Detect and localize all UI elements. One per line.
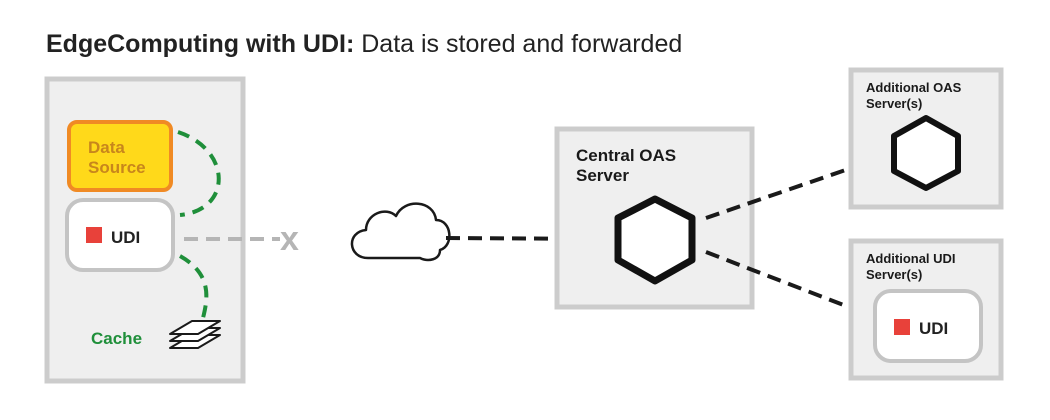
data-source-to-udi-link: [177, 130, 221, 217]
additional-udi-label: UDI: [919, 319, 948, 338]
title-bold: EdgeComputing with UDI:: [46, 30, 355, 58]
additional-udi-icon: [894, 319, 910, 335]
additional-udi-label-line1: Additional UDI: [866, 251, 956, 266]
additional-udi-label-line2: Server(s): [866, 267, 922, 282]
additional-oas-hexagon-icon: [891, 115, 961, 191]
additional-udi-box: [873, 289, 983, 363]
edge-udi-box: [65, 198, 175, 272]
cache-label: Cache: [91, 329, 142, 348]
central-to-additional-udi-link: [705, 250, 873, 318]
edge-udi-label: UDI: [111, 228, 140, 247]
central-oas-label-line2: Server: [576, 166, 629, 185]
data-source-box: [67, 120, 173, 192]
central-oas-hexagon-icon: [614, 195, 696, 285]
udi-to-cache-link: [179, 254, 209, 319]
diagram-title: EdgeComputing with UDI: Data is stored a…: [46, 30, 682, 59]
additional-oas-label-line2: Server(s): [866, 96, 922, 111]
blocked-mark: x: [280, 220, 299, 258]
title-rest: Data is stored and forwarded: [361, 30, 683, 58]
data-source-label-line1: Data: [88, 138, 125, 157]
additional-oas-label-line1: Additional OAS: [866, 80, 962, 95]
central-oas-label-line1: Central OAS: [576, 146, 676, 165]
cloud-icon: [350, 202, 451, 262]
cache-stack-icon: [169, 320, 221, 349]
data-source-label-line2: Source: [88, 158, 146, 177]
edge-udi-icon: [86, 227, 102, 243]
